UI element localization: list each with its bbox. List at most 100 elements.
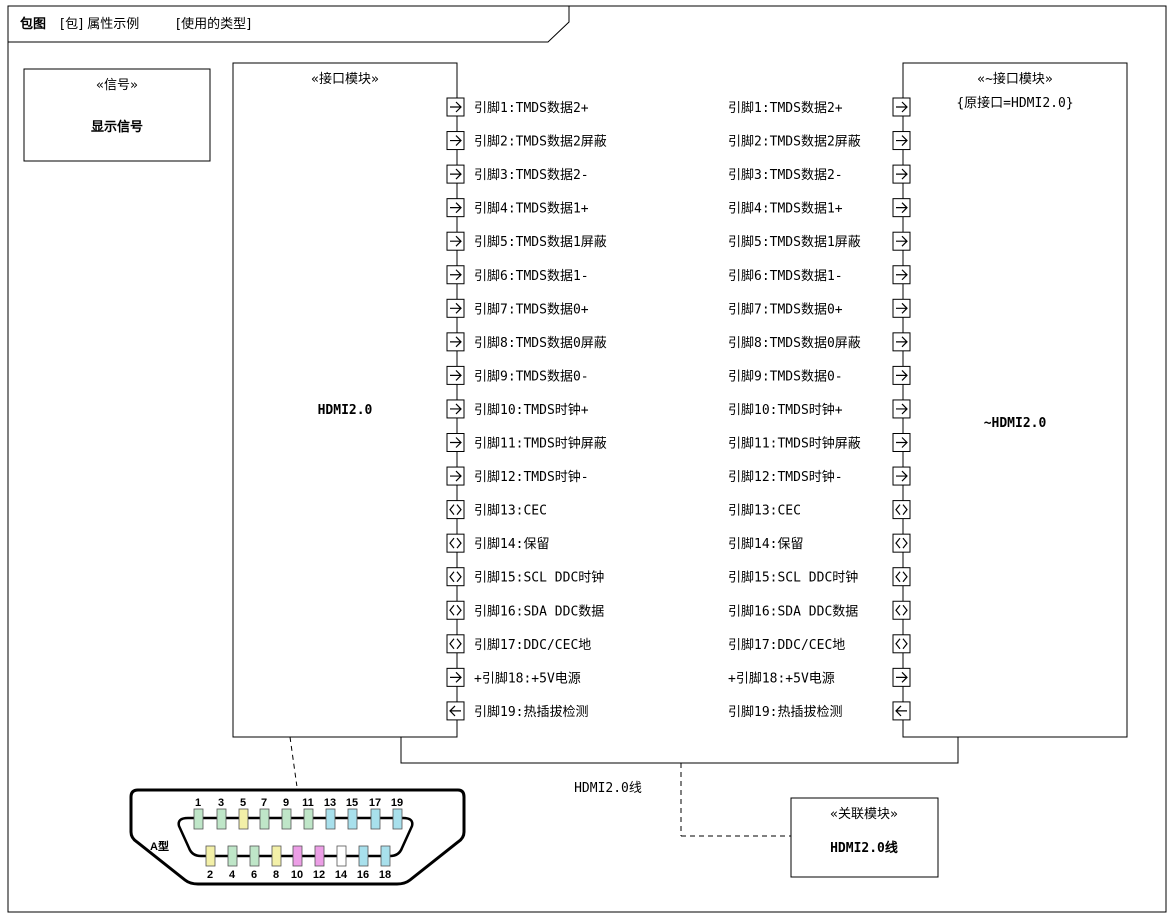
left-port-9[interactable]: 引脚9:TMDS数据0-	[446, 365, 589, 385]
right-port-label: 引脚11:TMDS时钟屏蔽	[728, 436, 861, 452]
port-direction-icon	[896, 369, 908, 381]
connector-pin-number: 7	[261, 797, 267, 809]
port-direction-icon	[450, 101, 462, 113]
left-port-1[interactable]: 引脚1:TMDS数据2+	[446, 97, 589, 117]
connector-pin-5	[238, 808, 249, 830]
port-direction-icon	[449, 537, 462, 549]
port-direction-icon	[896, 202, 908, 214]
port-direction-icon	[896, 437, 908, 448]
port-direction-icon	[450, 336, 462, 348]
right-port-1[interactable]: 引脚1:TMDS数据2+	[728, 97, 911, 117]
port-direction-icon	[895, 705, 907, 717]
right-port-6[interactable]: 引脚6:TMDS数据1-	[728, 265, 911, 285]
port-direction-icon	[896, 135, 908, 146]
right-port-3[interactable]: 引脚3:TMDS数据2-	[728, 164, 911, 184]
connector-pin-number: 14	[335, 869, 348, 881]
right-block-name: ~HDMI2.0	[984, 416, 1047, 431]
left-port-16[interactable]: 引脚16:SDA DDC数据	[446, 600, 604, 620]
left-port-15[interactable]: 引脚15:SCL DDC时钟	[446, 567, 604, 587]
connector-pin-3	[216, 808, 227, 830]
connector-pin-number: 15	[346, 797, 358, 809]
port-direction-icon	[450, 235, 462, 247]
right-port-label: +引脚18:+5V电源	[728, 670, 835, 686]
port-direction-icon	[450, 135, 462, 146]
connector-pin-number: 18	[379, 869, 391, 881]
right-port-16[interactable]: 引脚16:SDA DDC数据	[728, 600, 911, 620]
connector-pin-13	[325, 808, 336, 830]
connector-pin-12	[314, 845, 325, 867]
right-port-13[interactable]: 引脚13:CEC	[728, 500, 911, 520]
port-direction-icon	[896, 235, 908, 247]
left-port-13[interactable]: 引脚13:CEC	[446, 500, 547, 520]
port-direction-icon	[896, 470, 908, 482]
connector-pin-number: 13	[324, 797, 336, 809]
connector-pin-number: 17	[369, 797, 381, 809]
right-port-label: 引脚19:热插拔检测	[728, 704, 842, 720]
right-port-label: 引脚1:TMDS数据2+	[728, 100, 843, 116]
right-port-7[interactable]: 引脚7:TMDS数据0+	[728, 298, 911, 318]
right-port-label: 引脚13:CEC	[728, 503, 801, 519]
signal-block[interactable]: «信号» 显示信号	[23, 68, 211, 162]
connector-pin-number: 8	[273, 869, 279, 881]
right-port-5[interactable]: 引脚5:TMDS数据1屏蔽	[728, 231, 911, 251]
right-port-label: 引脚3:TMDS数据2-	[728, 167, 843, 183]
right-port-18[interactable]: +引脚18:+5V电源	[728, 667, 911, 687]
right-port-11[interactable]: 引脚11:TMDS时钟屏蔽	[728, 433, 911, 452]
connector-pin-18	[380, 845, 391, 867]
left-port-3[interactable]: 引脚3:TMDS数据2-	[446, 164, 589, 184]
left-port-11[interactable]: 引脚11:TMDS时钟屏蔽	[446, 433, 607, 452]
left-port-4[interactable]: 引脚4:TMDS数据1+	[446, 198, 589, 218]
right-port-label: 引脚14:保留	[728, 536, 803, 552]
left-port-6[interactable]: 引脚6:TMDS数据1-	[446, 265, 589, 285]
left-port-10[interactable]: 引脚10:TMDS时钟+	[446, 399, 589, 419]
right-port-4[interactable]: 引脚4:TMDS数据1+	[728, 198, 911, 218]
left-port-label: 引脚10:TMDS时钟+	[474, 402, 589, 418]
left-port-label: +引脚18:+5V电源	[474, 670, 581, 686]
right-port-12[interactable]: 引脚12:TMDS时钟-	[728, 466, 911, 486]
right-port-14[interactable]: 引脚14:保留	[728, 533, 911, 553]
connector-pin-1	[193, 808, 204, 830]
right-interface-block[interactable]: «~接口模块» {原接口=HDMI2.0} ~HDMI2.0	[902, 62, 1128, 738]
connector-pin-number: 6	[251, 869, 257, 881]
connector-pin-8	[271, 845, 282, 867]
left-interface-block[interactable]: «接口模块» HDMI2.0	[232, 62, 458, 738]
right-port-17[interactable]: 引脚17:DDC/CEC地	[728, 634, 911, 654]
port-direction-icon	[896, 101, 908, 113]
left-port-7[interactable]: 引脚7:TMDS数据0+	[446, 298, 589, 318]
port-direction-icon	[896, 336, 908, 348]
right-port-15[interactable]: 引脚15:SCL DDC时钟	[728, 567, 911, 587]
port-direction-icon	[450, 403, 462, 415]
left-port-label: 引脚4:TMDS数据1+	[474, 201, 589, 217]
right-port-19[interactable]: 引脚19:热插拔检测	[728, 701, 911, 721]
left-port-12[interactable]: 引脚12:TMDS时钟-	[446, 466, 589, 486]
port-direction-icon	[450, 470, 462, 482]
right-port-10[interactable]: 引脚10:TMDS时钟+	[728, 399, 911, 419]
right-port-label: 引脚10:TMDS时钟+	[728, 402, 843, 418]
left-port-19[interactable]: 引脚19:热插拔检测	[446, 701, 588, 721]
port-direction-icon	[449, 604, 462, 616]
left-block-stereotype: «接口模块»	[311, 71, 379, 87]
right-block-stereotype: «~接口模块»	[977, 71, 1053, 87]
left-port-18[interactable]: +引脚18:+5V电源	[446, 667, 581, 687]
left-port-2[interactable]: 引脚2:TMDS数据2屏蔽	[446, 131, 607, 151]
left-port-5[interactable]: 引脚5:TMDS数据1屏蔽	[446, 231, 607, 251]
connector-pin-2	[205, 845, 216, 867]
right-port-8[interactable]: 引脚8:TMDS数据0屏蔽	[728, 332, 911, 352]
right-port-9[interactable]: 引脚9:TMDS数据0-	[728, 365, 911, 385]
left-port-8[interactable]: 引脚8:TMDS数据0屏蔽	[446, 332, 607, 352]
association-line[interactable]	[400, 737, 959, 764]
connector-pin-number: 1	[195, 797, 201, 809]
right-port-2[interactable]: 引脚2:TMDS数据2屏蔽	[728, 131, 911, 151]
port-direction-icon	[895, 504, 908, 515]
left-port-label: 引脚13:CEC	[474, 503, 547, 519]
left-port-17[interactable]: 引脚17:DDC/CEC地	[446, 634, 591, 654]
left-port-label: 引脚19:热插拔检测	[474, 704, 588, 720]
association-block[interactable]: «关联模块» HDMI2.0线	[790, 797, 939, 878]
right-port-label: 引脚7:TMDS数据0+	[728, 301, 843, 317]
left-port-14[interactable]: 引脚14:保留	[446, 533, 549, 553]
left-block-name: HDMI2.0	[318, 403, 373, 418]
right-block-constraint: {原接口=HDMI2.0}	[956, 95, 1073, 111]
